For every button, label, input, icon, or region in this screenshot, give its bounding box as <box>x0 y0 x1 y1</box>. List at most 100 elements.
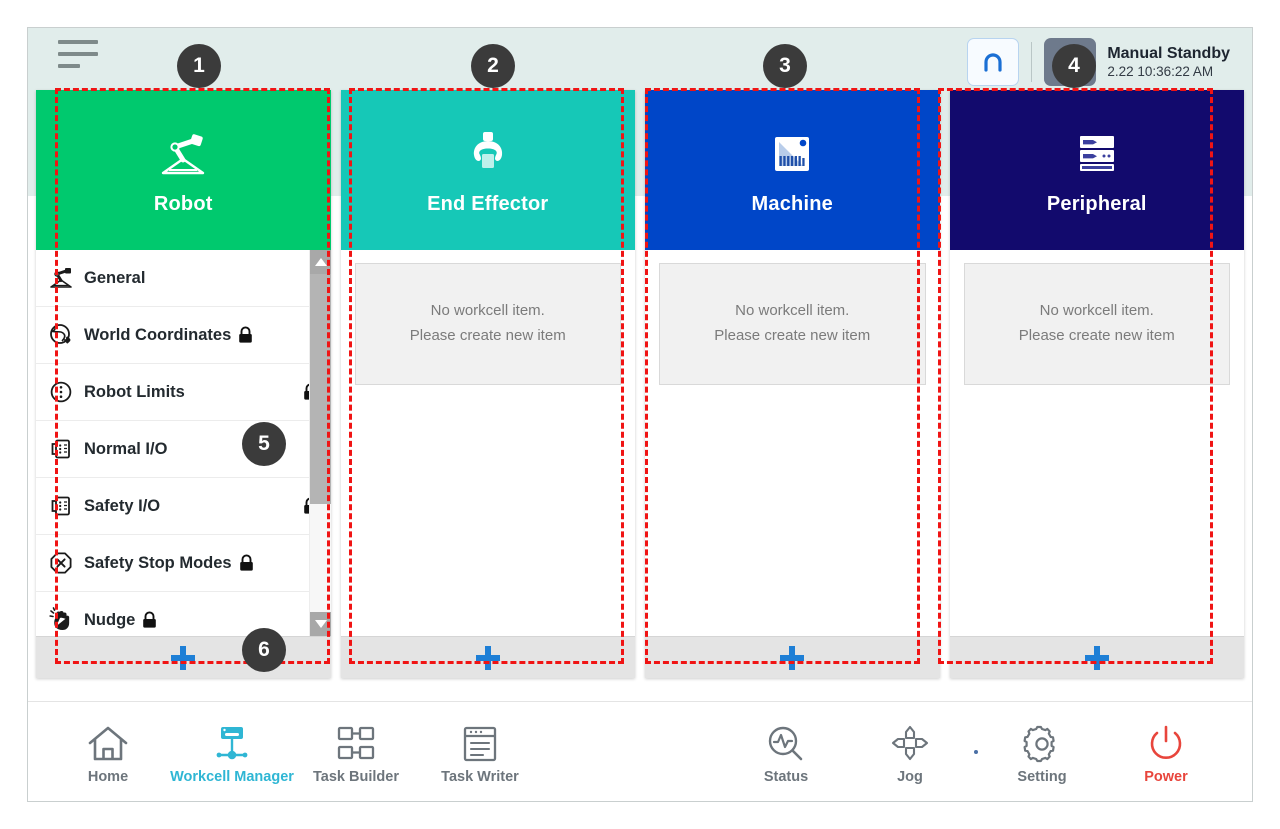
nav-label: Power <box>1144 768 1188 785</box>
workcell-columns: Robot <box>28 90 1252 678</box>
nav-group-left: Home <box>46 719 542 785</box>
list-item-label: World Coordinates <box>84 325 232 344</box>
plus-icon <box>780 645 805 670</box>
end-effector-body: No workcell item. Please create new item <box>340 250 635 636</box>
lock-icon <box>238 553 257 573</box>
card-label-machine: Machine <box>751 192 833 215</box>
chevron-up-icon <box>314 258 327 266</box>
hamburger-line-3 <box>58 64 80 68</box>
annotation-badge-2: 2 <box>471 44 515 88</box>
nav-item-setting[interactable]: Setting <box>980 719 1104 785</box>
card-tile-robot[interactable]: Robot <box>36 90 331 250</box>
empty-line-1: No workcell item. <box>1039 302 1154 320</box>
nav-label: Workcell Manager <box>170 768 294 785</box>
list-item-nudge[interactable]: Nudge <box>36 592 331 636</box>
status-text-block: Manual Standby 2.22 10:36:22 AM <box>1107 44 1230 81</box>
list-item-label: Normal I/O <box>84 439 168 458</box>
list-item-robot-limits[interactable]: Robot Limits <box>36 364 331 421</box>
card-tile-end-effector[interactable]: End Effector <box>340 90 635 250</box>
robot-arm-icon <box>153 125 213 183</box>
robot-scroll-list[interactable]: General <box>36 250 331 636</box>
add-peripheral-item-button[interactable] <box>949 636 1244 678</box>
empty-line-2: Please create new item <box>1018 327 1175 344</box>
robot-list-scrollbar[interactable] <box>308 250 331 636</box>
jog-dpad-icon <box>889 719 931 763</box>
nav-label: Jog <box>897 768 923 785</box>
globe-coord-icon <box>46 320 76 350</box>
empty-state-machine: No workcell item. Please create new item <box>659 263 926 385</box>
nav-item-workcell-manager[interactable]: Workcell Manager <box>170 719 294 785</box>
lock-icon <box>141 610 160 630</box>
status-timestamp: 2.22 10:36:22 AM <box>1107 63 1214 79</box>
list-item-world-coordinates[interactable]: World Coordinates <box>36 307 331 364</box>
hamburger-icon[interactable] <box>58 40 104 80</box>
card-label-robot: Robot <box>153 192 213 215</box>
hamburger-line-2 <box>58 52 98 56</box>
nav-group-right: Status Jog <box>724 719 1228 785</box>
hand-nudge-icon <box>46 605 76 635</box>
plus-icon <box>171 645 196 670</box>
column-machine: Machine No workcell item. Please create … <box>645 90 940 678</box>
nav-separator-dot <box>974 749 978 754</box>
card-tile-peripheral[interactable]: Peripheral <box>949 90 1244 250</box>
add-end-effector-item-button[interactable] <box>340 636 635 678</box>
io-port-icon <box>46 434 76 464</box>
list-item-label: General <box>84 268 146 287</box>
add-machine-item-button[interactable] <box>645 636 940 678</box>
empty-line-2: Please create new item <box>409 327 566 344</box>
list-item-safety-io[interactable]: Safety I/O <box>36 478 331 535</box>
card-tile-machine[interactable]: Machine <box>645 90 940 250</box>
header-status-cluster: Manual Standby 2.22 10:36:22 AM <box>967 35 1230 89</box>
list-item-label: Nudge <box>84 610 136 629</box>
annotation-badge-5: 5 <box>242 422 286 466</box>
empty-state-end-effector: No workcell item. Please create new item <box>354 263 621 385</box>
list-item-safety-stop-modes[interactable]: Safety Stop Modes <box>36 535 331 592</box>
robot-list-body: General <box>36 250 331 636</box>
nav-item-power[interactable]: Power <box>1104 719 1228 785</box>
annotation-badge-1: 1 <box>177 44 221 88</box>
card-label-peripheral: Peripheral <box>1046 192 1147 215</box>
list-item-label: Robot Limits <box>84 382 185 401</box>
nav-item-task-builder[interactable]: Task Builder <box>294 719 418 785</box>
chevron-down-icon <box>314 620 327 628</box>
empty-line-1: No workcell item. <box>735 302 850 320</box>
annotation-badge-6: 6 <box>242 628 286 672</box>
robot-reset-icon <box>984 53 1002 72</box>
empty-state-peripheral: No workcell item. Please create new item <box>963 263 1230 385</box>
nav-label: Task Builder <box>313 768 399 785</box>
machine-body: No workcell item. Please create new item <box>645 250 940 636</box>
annotation-badge-3: 3 <box>763 44 807 88</box>
nav-label: Setting <box>1017 768 1067 785</box>
nav-item-task-writer[interactable]: Task Writer <box>418 719 542 785</box>
empty-line-1: No workcell item. <box>430 302 545 320</box>
bottom-navigation-bar: Home <box>28 701 1252 801</box>
list-item-label: Safety Stop Modes <box>84 553 232 572</box>
limits-circle-icon <box>46 377 76 407</box>
stop-octagon-icon <box>46 548 76 578</box>
list-item-normal-io[interactable]: Normal I/O <box>36 421 331 478</box>
scroll-up-button[interactable] <box>309 250 331 274</box>
list-item-label: Safety I/O <box>84 496 161 515</box>
nav-item-home[interactable]: Home <box>46 719 170 785</box>
lock-icon <box>237 325 256 345</box>
column-end-effector: End Effector No workcell item. Please cr… <box>340 90 635 678</box>
workcell-icon <box>210 719 254 763</box>
annotation-badge-4: 4 <box>1052 44 1096 88</box>
nav-item-jog[interactable]: Jog <box>848 719 972 785</box>
plus-icon <box>475 645 500 670</box>
nav-label: Status <box>763 768 809 785</box>
home-icon <box>87 719 129 763</box>
scrollbar-thumb[interactable] <box>309 274 331 504</box>
robot-reset-button[interactable] <box>967 38 1020 86</box>
status-title: Manual Standby <box>1107 44 1230 62</box>
robot-arm-icon <box>46 263 76 293</box>
status-magnifier-icon <box>765 719 807 763</box>
blocks-icon <box>334 719 378 763</box>
scroll-down-button[interactable] <box>309 612 331 636</box>
list-item-general[interactable]: General <box>36 250 331 307</box>
gripper-icon <box>458 125 518 183</box>
add-robot-item-button[interactable] <box>36 636 331 678</box>
peripheral-body: No workcell item. Please create new item <box>949 250 1244 636</box>
nav-item-status[interactable]: Status <box>724 719 848 785</box>
card-label-end-effector: End Effector <box>427 192 549 215</box>
